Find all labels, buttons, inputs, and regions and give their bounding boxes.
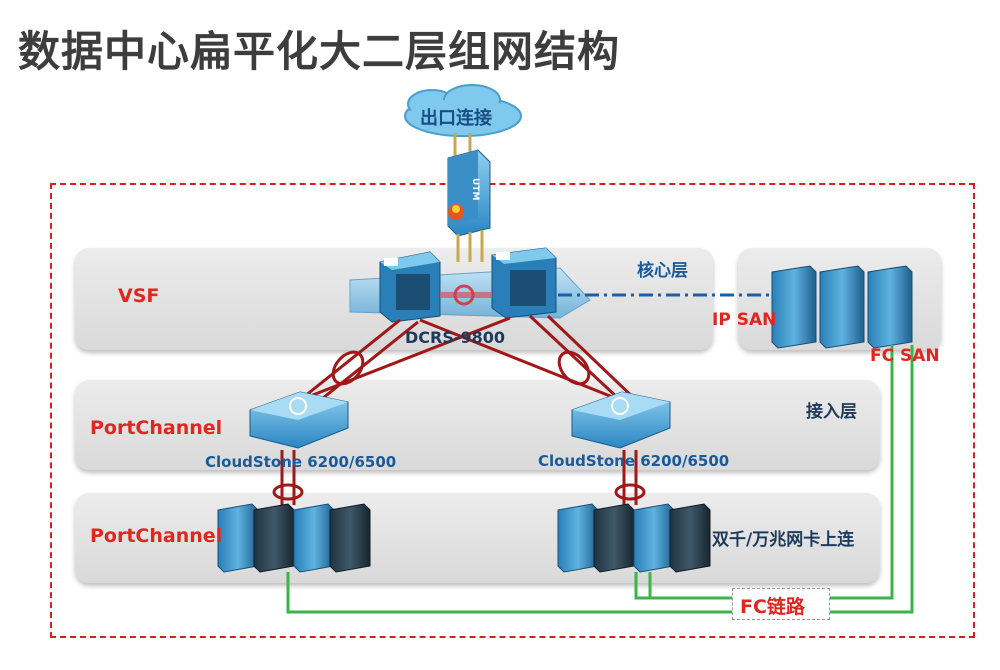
server-uplink-label: 双千/万兆网卡上连	[712, 530, 855, 550]
server-group-right-icon	[557, 503, 711, 573]
core-switch-right-icon	[491, 247, 557, 319]
core-switch-left-icon	[379, 251, 441, 323]
fc-link-left	[286, 345, 914, 614]
access-layer-panel	[75, 380, 880, 470]
firewall-label: UTM	[470, 178, 480, 201]
fc-link-label: FC链路	[740, 596, 805, 618]
access-switch-right-icon	[571, 391, 671, 449]
internet-cloud-icon	[404, 84, 522, 137]
datacenter-boundary	[50, 183, 975, 638]
vsf-label: VSF	[118, 285, 160, 307]
fc-san-label: FC SAN	[870, 346, 940, 366]
fc-link-label-box	[732, 588, 830, 620]
core-layer-label: 核心层	[637, 261, 688, 281]
page-title: 数据中心扁平化大二层组网结构	[18, 27, 621, 76]
access-switch-left-icon	[249, 391, 349, 449]
cloud-label: 出口连接	[420, 108, 492, 129]
core-device-label: DCRS-9800	[405, 328, 506, 347]
server-portchannel-label: PortChannel	[90, 525, 223, 547]
server-group-left-icon	[217, 503, 371, 573]
access-layer-label: 接入层	[806, 402, 857, 422]
utm-firewall-icon	[447, 149, 491, 237]
storage-array-icon	[771, 265, 913, 349]
access-portchannel-label: PortChannel	[90, 417, 223, 439]
access-switch-right-label: CloudStone 6200/6500	[538, 452, 730, 470]
server-layer-panel	[75, 493, 880, 583]
ip-san-label: IP SAN	[712, 310, 777, 330]
access-switch-left-label: CloudStone 6200/6500	[205, 453, 397, 471]
